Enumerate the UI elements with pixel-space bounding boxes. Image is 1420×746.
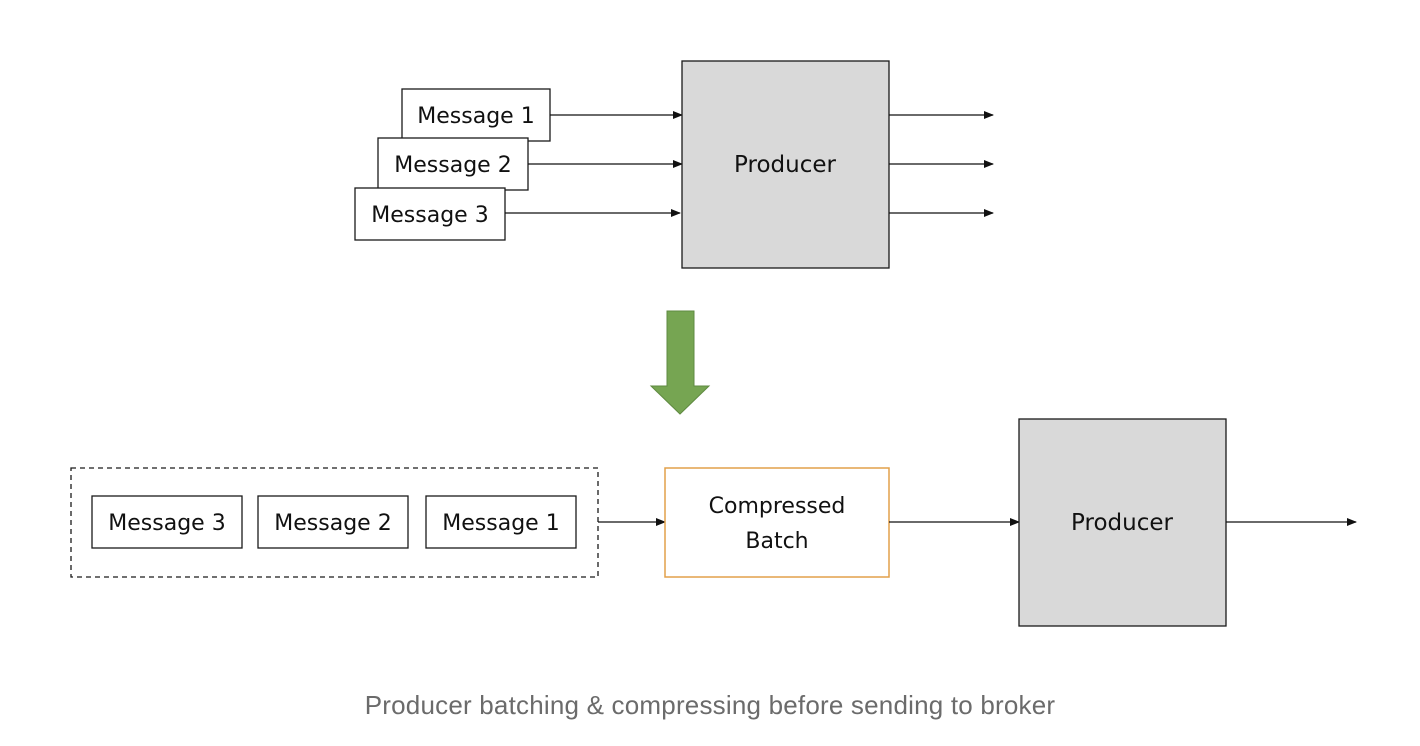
top-message-label-3: Message 3 [371,203,488,228]
top-section: Message 1 Message 2 Message 3 Producer [354,60,994,269]
bottom-message-box-2: Message 2 [257,495,409,549]
top-producer-box: Producer [681,60,890,269]
bottom-producer-label: Producer [1071,510,1173,536]
top-message-label-2: Message 2 [394,153,511,178]
bottom-message-label-2: Message 2 [274,511,391,536]
top-message-box-3: Message 3 [354,187,506,241]
top-message-box-2: Message 2 [377,137,529,191]
bottom-message-box-3: Message 3 [91,495,243,549]
bottom-section: Message 3 Message 2 Message 1 Compressed… [70,418,1357,627]
bottom-producer-box: Producer [1018,418,1227,627]
top-message-box-1: Message 1 [401,88,551,142]
compressed-batch-label-line1: Compressed [709,494,846,519]
compressed-batch-label-line2: Batch [745,529,808,554]
bottom-message-box-1: Message 1 [425,495,577,549]
bottom-message-label-1: Message 1 [442,511,559,536]
compressed-batch-box: Compressed Batch [664,467,890,578]
transition-down-arrow-icon [649,310,711,415]
top-producer-label: Producer [734,152,836,178]
figure-caption: Producer batching & compressing before s… [364,690,1056,720]
top-message-label-1: Message 1 [417,104,534,129]
message-batch-group [70,467,599,578]
bottom-message-label-3: Message 3 [108,511,225,536]
